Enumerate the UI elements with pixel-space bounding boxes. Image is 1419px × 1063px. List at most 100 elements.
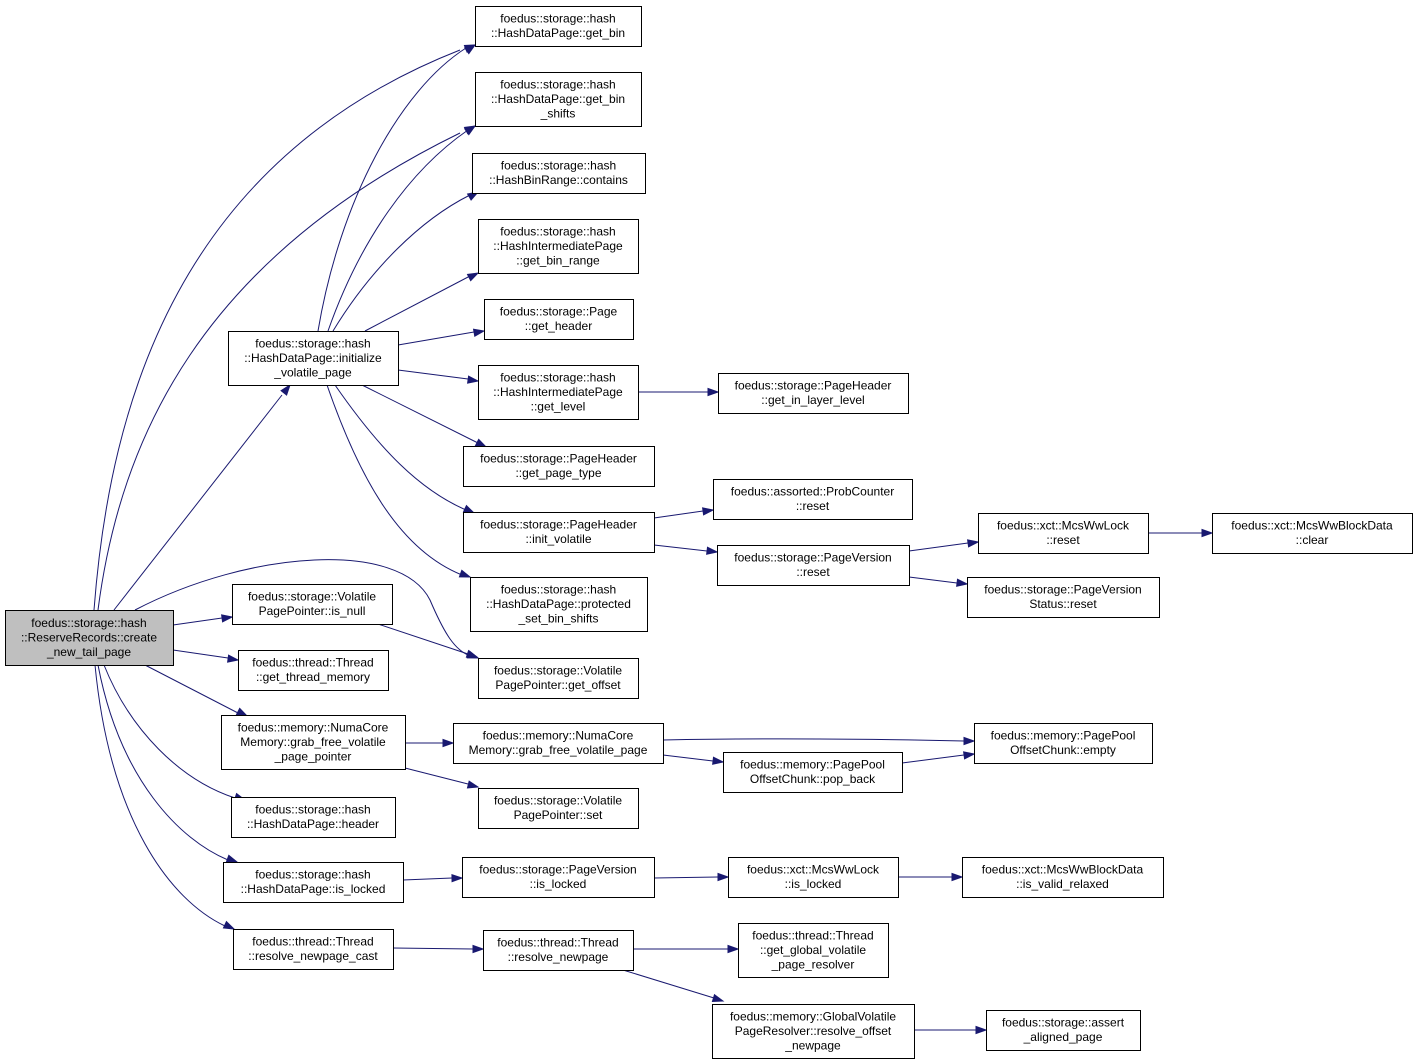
arrowhead xyxy=(463,125,477,136)
edge-resolve-newpage-cast-to-resolve-newpage xyxy=(392,944,485,954)
node-label-line: Memory::grab_free_volatile xyxy=(240,735,386,749)
node-mcs-lock-is-locked[interactable]: foedus::xct::McsWwLock::is_locked xyxy=(728,857,899,898)
node-data-page-header[interactable]: foedus::storage::hash::HashDataPage::hea… xyxy=(231,797,396,838)
node-label-line: OffsetChunk::pop_back xyxy=(750,772,876,786)
node-mcs-lock-reset[interactable]: foedus::xct::McsWwLock::reset xyxy=(978,513,1149,554)
node-grab-free-volatile-page[interactable]: foedus::memory::NumaCoreMemory::grab_fre… xyxy=(453,723,664,764)
edge-grab-free-volatile-page-to-pool-pop-back xyxy=(662,754,725,765)
node-label-line: ::HashDataPage::header xyxy=(247,817,379,831)
node-get-bin-shifts[interactable]: foedus::storage::hash::HashDataPage::get… xyxy=(475,72,642,127)
node-box xyxy=(713,479,913,520)
node-init-volatile[interactable]: foedus::storage::PageHeader::init_volati… xyxy=(463,512,655,553)
node-box xyxy=(712,1004,915,1059)
node-assert-aligned-page[interactable]: foedus::storage::assert_aligned_page xyxy=(986,1010,1141,1051)
node-label-line: ::clear xyxy=(1296,533,1329,547)
node-root[interactable]: foedus::storage::hash::ReserveRecords::c… xyxy=(5,610,174,666)
node-box xyxy=(478,219,639,274)
edge-line xyxy=(653,876,719,879)
node-label-line: foedus::storage::hash xyxy=(501,159,616,173)
edges-layer xyxy=(93,44,1214,1035)
edge-line xyxy=(662,738,965,742)
node-version-status-reset[interactable]: foedus::storage::PageVersionStatus::rese… xyxy=(967,577,1160,618)
node-box xyxy=(228,331,399,386)
node-label-line: ::get_header xyxy=(525,319,592,333)
node-label-line: _page_resolver xyxy=(771,957,855,971)
node-label-line: ::reset xyxy=(796,499,830,513)
node-label-line: ::get_level xyxy=(531,399,586,413)
edge-root-to-is-null xyxy=(172,614,234,626)
node-label-line: PagePointer::is_null xyxy=(259,604,366,618)
node-label-line: _set_bin_shifts xyxy=(517,611,598,625)
node-get-offset[interactable]: foedus::storage::VolatilePagePointer::ge… xyxy=(478,658,639,699)
node-resolve-offset-newpage[interactable]: foedus::memory::GlobalVolatilePageResolv… xyxy=(712,1004,915,1059)
edge-data-page-is-locked-to-page-version-is-locked xyxy=(402,873,464,883)
node-label-line: foedus::storage::Volatile xyxy=(248,590,376,604)
node-pointer-set[interactable]: foedus::storage::VolatilePagePointer::se… xyxy=(478,788,639,829)
edge-page-version-is-locked-to-mcs-lock-is-locked xyxy=(653,872,730,882)
node-get-thread-memory[interactable]: foedus::thread::Thread::get_thread_memor… xyxy=(238,650,389,691)
node-label-line: foedus::storage::hash xyxy=(255,336,370,350)
node-box xyxy=(231,797,396,838)
node-is-null[interactable]: foedus::storage::VolatilePagePointer::is… xyxy=(232,584,393,625)
edge-line xyxy=(364,275,471,332)
node-label-line: foedus::memory::NumaCore xyxy=(238,720,389,734)
node-page-version-reset[interactable]: foedus::storage::PageVersion::reset xyxy=(717,545,910,586)
node-label-line: foedus::storage::hash xyxy=(255,803,370,817)
node-get-bin-range[interactable]: foedus::storage::hash::HashIntermediateP… xyxy=(478,219,639,274)
edge-line xyxy=(144,664,239,714)
arrowhead xyxy=(451,873,464,883)
node-intermediate-get-level[interactable]: foedus::storage::hash::HashIntermediateP… xyxy=(478,365,639,420)
node-box xyxy=(484,299,634,340)
node-resolve-newpage[interactable]: foedus::thread::Thread::resolve_newpage xyxy=(483,930,634,971)
node-label-line: foedus::storage::hash xyxy=(255,868,370,882)
node-box xyxy=(470,577,648,632)
node-page-get-header[interactable]: foedus::storage::Page::get_header xyxy=(484,299,634,340)
node-box xyxy=(475,6,642,47)
node-bin-range-contains[interactable]: foedus::storage::hash::HashBinRange::con… xyxy=(472,153,646,194)
node-is-valid-relaxed[interactable]: foedus::xct::McsWwBlockData::is_valid_re… xyxy=(962,857,1164,898)
node-protected-set-bin-shifts[interactable]: foedus::storage::hash::HashDataPage::pro… xyxy=(470,577,648,632)
edge-init-volatile-to-prob-counter-reset xyxy=(653,507,715,519)
node-box xyxy=(462,857,655,898)
node-label-line: foedus::storage::hash xyxy=(500,77,615,91)
node-get-page-type[interactable]: foedus::storage::PageHeader::get_page_ty… xyxy=(463,446,655,487)
node-label-line: foedus::storage::hash xyxy=(500,224,615,238)
node-get-global-volatile-page-resolver[interactable]: foedus::thread::Thread::get_global_volat… xyxy=(738,923,889,978)
node-page-version-is-locked[interactable]: foedus::storage::PageVersion::is_locked xyxy=(462,857,655,898)
node-label-line: foedus::storage::PageVersion xyxy=(734,551,891,565)
node-label-line: foedus::storage::hash xyxy=(501,582,616,596)
node-initialize-volatile-page[interactable]: foedus::storage::hash::HashDataPage::ini… xyxy=(228,331,399,386)
node-resolve-newpage-cast[interactable]: foedus::thread::Thread::resolve_newpage_… xyxy=(233,929,394,970)
node-label-line: foedus::memory::NumaCore xyxy=(483,729,634,743)
edge-line xyxy=(93,49,461,611)
edge-root-to-data-page-is-locked xyxy=(97,664,239,863)
edge-line xyxy=(622,969,715,999)
node-get-bin[interactable]: foedus::storage::hash::HashDataPage::get… xyxy=(475,6,642,47)
node-label-line: ::is_locked xyxy=(530,877,587,891)
arrowhead xyxy=(465,649,479,658)
node-block-data-clear[interactable]: foedus::xct::McsWwBlockData::clear xyxy=(1212,513,1413,554)
node-pool-empty[interactable]: foedus::memory::PagePoolOffsetChunk::emp… xyxy=(974,723,1153,764)
node-label-line: ::HashDataPage::initialize xyxy=(244,351,382,365)
node-label-line: foedus::assorted::ProbCounter xyxy=(731,485,894,499)
edge-line xyxy=(908,576,958,584)
edge-initialize-volatile-page-to-get-page-type xyxy=(361,384,488,448)
node-label-line: foedus::xct::McsWwLock xyxy=(747,863,880,877)
node-box xyxy=(717,545,910,586)
edge-line xyxy=(397,331,475,346)
arrowhead xyxy=(956,578,969,587)
node-label-line: foedus::xct::McsWwLock xyxy=(997,519,1130,533)
edge-line xyxy=(653,544,708,552)
node-prob-counter-reset[interactable]: foedus::assorted::ProbCounter::reset xyxy=(713,479,913,520)
node-label-line: _volatile_page xyxy=(273,365,352,379)
node-grab-free-volatile-page-pointer[interactable]: foedus::memory::NumaCoreMemory::grab_fre… xyxy=(221,715,406,770)
node-label-line: foedus::memory::PagePool xyxy=(740,758,885,772)
node-label-line: ::get_page_type xyxy=(515,466,601,480)
edge-resolve-offset-newpage-to-assert-aligned-page xyxy=(914,1025,988,1035)
node-label-line: ::HashDataPage::get_bin xyxy=(491,26,625,40)
node-get-in-layer-level[interactable]: foedus::storage::PageHeader::get_in_laye… xyxy=(718,373,909,414)
node-data-page-is-locked[interactable]: foedus::storage::hash::HashDataPage::is_… xyxy=(223,862,404,903)
node-pool-pop-back[interactable]: foedus::memory::PagePoolOffsetChunk::pop… xyxy=(723,752,903,793)
node-label-line: ::reset xyxy=(1046,533,1080,547)
edge-line xyxy=(361,384,479,444)
